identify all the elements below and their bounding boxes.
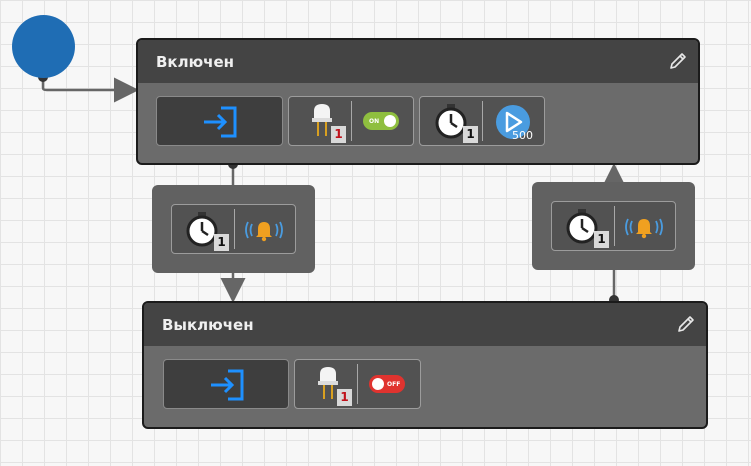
divider [614, 206, 615, 246]
enter-icon [204, 106, 237, 138]
transition-off-to-on[interactable]: 1 [532, 182, 695, 270]
state-title: Выключен [162, 315, 254, 334]
toggle-label: OFF [387, 381, 400, 388]
transition-condition[interactable]: 1 [171, 204, 296, 254]
stopwatch-icon [435, 104, 467, 139]
led-action[interactable]: 1 OFF [294, 359, 421, 409]
led-icon [312, 104, 332, 136]
alarm-bell-icon [245, 221, 283, 242]
transition-condition[interactable]: 1 [551, 201, 676, 251]
enter-icon [211, 369, 244, 401]
play-icon [496, 105, 530, 139]
transition-on-to-off[interactable]: 1 [152, 185, 315, 273]
led-action[interactable]: 1 ON [288, 96, 414, 146]
timer-count-badge: 1 [214, 234, 229, 251]
timer-action[interactable]: 1 500 [419, 96, 545, 146]
timer-count-badge: 1 [594, 231, 609, 248]
state-off[interactable]: Выключен 1 OFF [142, 301, 708, 429]
state-header: Выключен [144, 303, 706, 346]
state-title: Включен [156, 52, 235, 71]
led-count-badge: 1 [337, 389, 352, 406]
start-node[interactable] [12, 15, 75, 78]
toggle-on-icon: ON [363, 112, 399, 130]
divider [351, 101, 352, 141]
state-header: Включен [138, 40, 698, 83]
enter-action[interactable] [163, 359, 289, 409]
pencil-icon[interactable] [668, 51, 688, 71]
toggle-off-icon: OFF [369, 375, 405, 393]
stopwatch-icon [186, 212, 218, 247]
alarm-bell-icon [625, 218, 663, 239]
enter-action[interactable] [156, 96, 283, 146]
start-wire [41, 77, 139, 103]
divider [234, 209, 235, 249]
divider [357, 364, 358, 404]
pencil-icon[interactable] [676, 314, 696, 334]
toggle-label: ON [369, 118, 379, 125]
led-count-badge: 1 [331, 126, 346, 143]
timer-count-badge: 1 [463, 126, 478, 143]
divider [482, 101, 483, 141]
led-icon [318, 367, 338, 399]
state-on[interactable]: Включен 1 ON 1 [136, 38, 700, 165]
stopwatch-icon [566, 209, 598, 244]
delay-value: 500 [512, 129, 533, 142]
